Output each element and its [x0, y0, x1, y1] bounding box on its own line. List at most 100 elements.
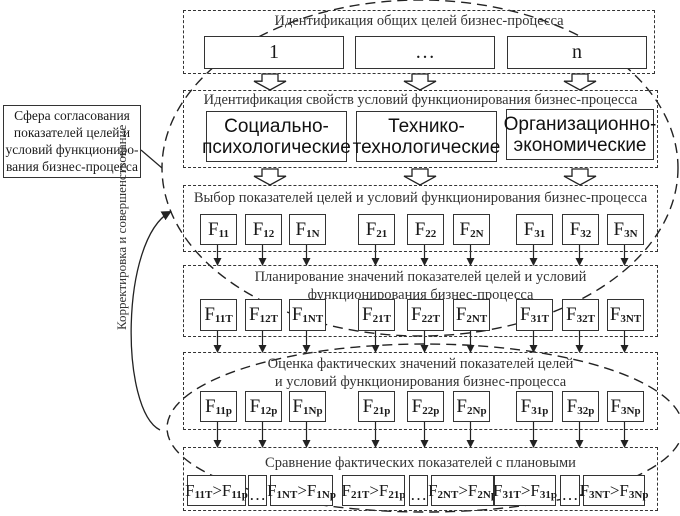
stage-goals-identification: Идентификация общих целей бизнес-процесс… [183, 10, 655, 74]
goal-box: n [507, 36, 647, 69]
indicator-label: F32 [569, 218, 592, 240]
indicator-box: F31 [516, 214, 553, 245]
indicator-box: F31T [516, 299, 553, 331]
indicator-box: F1Np [289, 391, 326, 422]
arrowhead-icon [371, 258, 380, 266]
callout-line: вания бизнес-процесса [5, 159, 139, 174]
block-arrow-icon [253, 73, 287, 91]
stage-title: Идентификация общих целей бизнес-процесс… [274, 13, 564, 29]
feedback-arrow [130, 211, 172, 431]
indicator-label: F21 [365, 218, 388, 240]
stage-title: и условий функционирования бизнес-процес… [274, 374, 567, 390]
condition-label: технологические [352, 136, 501, 158]
arrowhead-icon [302, 258, 311, 266]
indicator-box: F22T [407, 299, 444, 331]
indicator-box: F11 [200, 214, 237, 245]
arrowhead-icon [529, 345, 538, 353]
indicator-box: F22p [407, 391, 444, 422]
indicator-box: F32 [562, 214, 599, 245]
stage-actual-evaluation: Оценка фактических значений показателей … [183, 352, 658, 430]
arrowhead-icon [213, 345, 222, 353]
arrowhead-icon [466, 440, 475, 448]
arrowhead-icon [213, 258, 222, 266]
indicator-label: F2Np [456, 395, 487, 417]
indicator-label: F32T [566, 304, 595, 325]
indicator-label: F31p [520, 395, 549, 417]
arrowhead-icon [529, 258, 538, 266]
indicator-label: F11 [208, 218, 229, 240]
arrowhead-icon [575, 345, 584, 353]
stage-title: Выбор показателей целей и условий функци… [193, 190, 648, 206]
arrowhead-icon [466, 345, 475, 353]
comparison-box: F11T>F11p [185, 475, 248, 506]
block-arrow-icon [563, 168, 597, 186]
indicator-label: F12p [249, 395, 278, 417]
ellipsis-box: … [409, 475, 428, 506]
indicator-label: F1N [295, 218, 320, 240]
arrowhead-icon [575, 258, 584, 266]
indicator-box: F3N [607, 214, 644, 245]
indicator-label: F2NT [455, 304, 488, 325]
arrowhead-icon [213, 440, 222, 448]
ellipsis-label: … [410, 485, 427, 504]
indicator-label: F22p [411, 395, 440, 417]
condition-label: психологические [202, 136, 351, 158]
block-arrow-icon [403, 73, 437, 91]
condition-label: Технико- [388, 115, 465, 137]
indicator-box: F21 [358, 214, 395, 245]
arrowhead-icon [420, 258, 429, 266]
arrowhead-icon [371, 345, 380, 353]
comparison-label: F21T>F21p [341, 480, 406, 501]
ellipsis-box: … [248, 475, 267, 506]
arrowhead-icon [620, 440, 629, 448]
indicator-box: F12p [245, 391, 282, 422]
callout-line: условий функциониро- [5, 142, 139, 157]
indicator-label: F32p [566, 395, 595, 417]
arrowhead-icon [302, 440, 311, 448]
arrowhead-icon [420, 440, 429, 448]
indicator-label: F31T [520, 304, 549, 325]
condition-label: экономические [513, 134, 647, 156]
indicator-box: F1NT [289, 299, 326, 331]
comparison-box: F2NT>F2Np [428, 475, 497, 506]
indicator-box: F1N [289, 214, 326, 245]
callout-line: показателей целей и [13, 125, 131, 140]
condition-box-socio-psychological: Социально-психологические [202, 111, 351, 162]
indicator-label: F22 [414, 218, 437, 240]
indicator-label: F12T [249, 304, 278, 325]
condition-box-technical: Технико-технологические [353, 111, 500, 162]
indicator-box: F32T [562, 299, 599, 331]
indicator-label: F21p [362, 395, 391, 417]
indicator-label: F3Np [610, 395, 641, 417]
arrowhead-icon [620, 345, 629, 353]
condition-box-org-economic: Организационно-экономические [504, 109, 656, 160]
stage-conditions-identification: Идентификация свойств условий функционир… [183, 90, 658, 168]
arrowhead-icon [575, 440, 584, 448]
goal-box: 1 [204, 36, 344, 69]
arrowhead-icon [466, 258, 475, 266]
arrowhead-icon [258, 345, 267, 353]
indicator-box: F3Np [607, 391, 644, 422]
stage-title: Оценка фактических значений показателей … [267, 356, 574, 372]
indicator-label: F12 [252, 218, 275, 240]
indicator-label: F21T [362, 304, 391, 325]
block-arrow-icon [563, 73, 597, 91]
arrowhead-icon [620, 258, 629, 266]
ellipsis-box: … [560, 475, 580, 506]
indicator-label: F1Np [292, 395, 323, 417]
comparison-label: F1NT>F1Np [267, 480, 336, 501]
indicator-box: F2Np [453, 391, 490, 422]
arrowhead-icon [258, 440, 267, 448]
indicator-box: F11T [200, 299, 237, 331]
agreement-sphere-callout: Сфера согласования показателей целей и у… [3, 105, 141, 178]
indicator-box: F21p [358, 391, 395, 422]
indicator-label: F11p [204, 395, 233, 417]
indicator-box: F3NT [607, 299, 644, 331]
comparison-box: F31T>F31p [493, 475, 557, 506]
comparison-box: F1NT>F1Np [267, 475, 336, 506]
block-arrow-icon [253, 168, 287, 186]
arrowhead-icon [371, 440, 380, 448]
arrowhead-icon [529, 440, 538, 448]
goal-label: 1 [269, 41, 279, 63]
